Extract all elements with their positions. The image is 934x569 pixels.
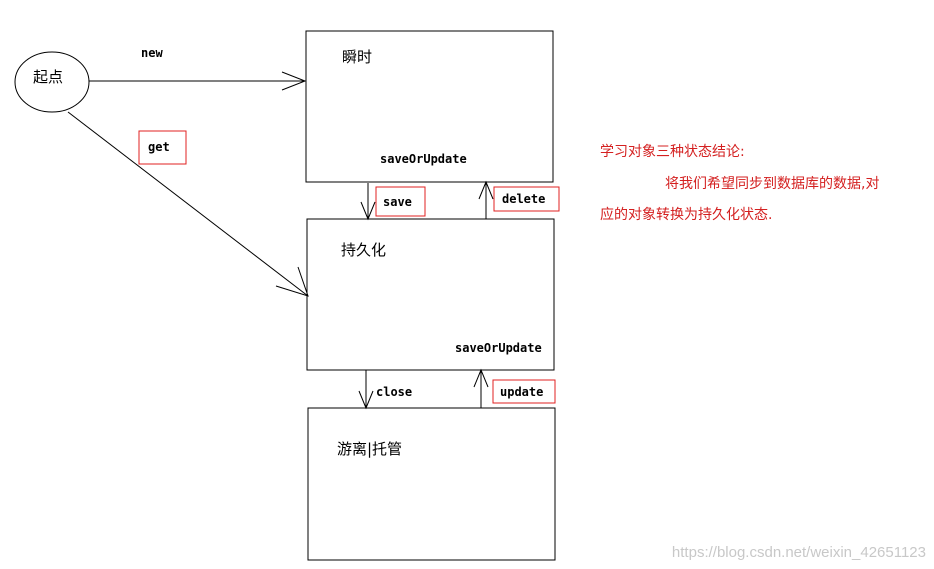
save-label-box bbox=[375, 186, 426, 217]
watermark: https://blog.csdn.net/weixin_42651123 bbox=[671, 544, 926, 561]
new-label: new bbox=[141, 46, 163, 60]
start-node bbox=[14, 51, 90, 113]
conclusion-title: 学习对象三种状态结论: bbox=[600, 144, 745, 160]
persistent-state-label: 持久化 bbox=[341, 241, 386, 259]
get-label-box bbox=[138, 130, 187, 165]
conclusion-line-1: 将我们希望同步到数据库的数据,对 bbox=[665, 176, 880, 192]
get-label: get bbox=[148, 140, 170, 154]
new-arrow bbox=[89, 71, 307, 91]
close-label: close bbox=[376, 385, 412, 399]
save-label: save bbox=[383, 195, 412, 209]
transient-state-label: 瞬时 bbox=[342, 48, 372, 66]
detached-state-box bbox=[307, 407, 556, 561]
persistent-saveorupdate-label: saveOrUpdate bbox=[455, 341, 542, 355]
detached-state-label: 游离|托管 bbox=[337, 440, 402, 458]
delete-arrow bbox=[478, 180, 494, 219]
update-label: update bbox=[500, 385, 543, 399]
delete-label-box bbox=[493, 186, 560, 212]
save-arrow bbox=[360, 183, 376, 221]
delete-label: delete bbox=[502, 192, 545, 206]
start-node-label: 起点 bbox=[33, 68, 63, 86]
conclusion-line-2: 应的对象转换为持久化状态. bbox=[600, 207, 773, 223]
update-label-box bbox=[492, 379, 556, 404]
transient-state-box bbox=[305, 30, 554, 183]
close-arrow bbox=[358, 370, 374, 410]
update-arrow bbox=[473, 368, 489, 408]
transient-saveorupdate-label: saveOrUpdate bbox=[380, 152, 467, 166]
get-arrow bbox=[67, 111, 309, 297]
